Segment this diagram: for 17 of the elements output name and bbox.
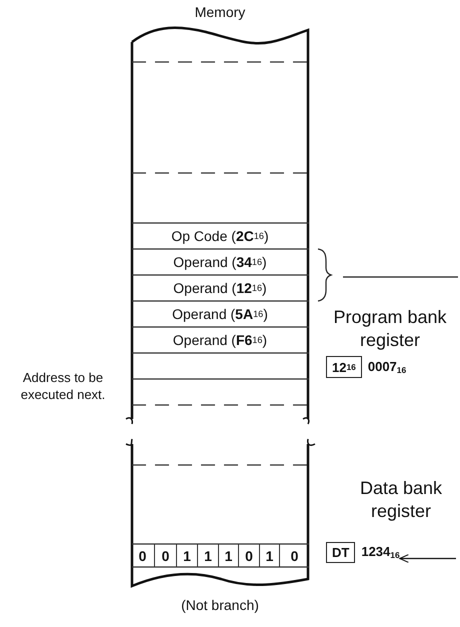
bit-cell: 0 bbox=[155, 544, 177, 567]
memory-heading: Memory bbox=[194, 4, 246, 20]
caption-text: (Not branch) bbox=[180, 596, 260, 614]
bit-cell: 1 bbox=[260, 544, 280, 567]
bit-cell: 0 bbox=[239, 544, 260, 567]
bit-cell: 0 bbox=[131, 544, 155, 567]
arrow bbox=[399, 554, 456, 563]
address-value: 0007$_{16}$ bbox=[368, 358, 406, 376]
address-value: 1234$_{16}$ bbox=[361, 544, 400, 561]
note-text: Address to be executed next. bbox=[20, 370, 106, 404]
register-box: DT bbox=[326, 542, 356, 563]
bit-cell: 0 bbox=[280, 544, 309, 567]
bit-cell: 1 bbox=[198, 544, 219, 567]
register-label: Program bank register bbox=[332, 306, 448, 352]
register-label: Data bank register bbox=[358, 477, 444, 524]
bit-cell: 1 bbox=[219, 544, 239, 567]
bit-cell: 1 bbox=[177, 544, 198, 567]
